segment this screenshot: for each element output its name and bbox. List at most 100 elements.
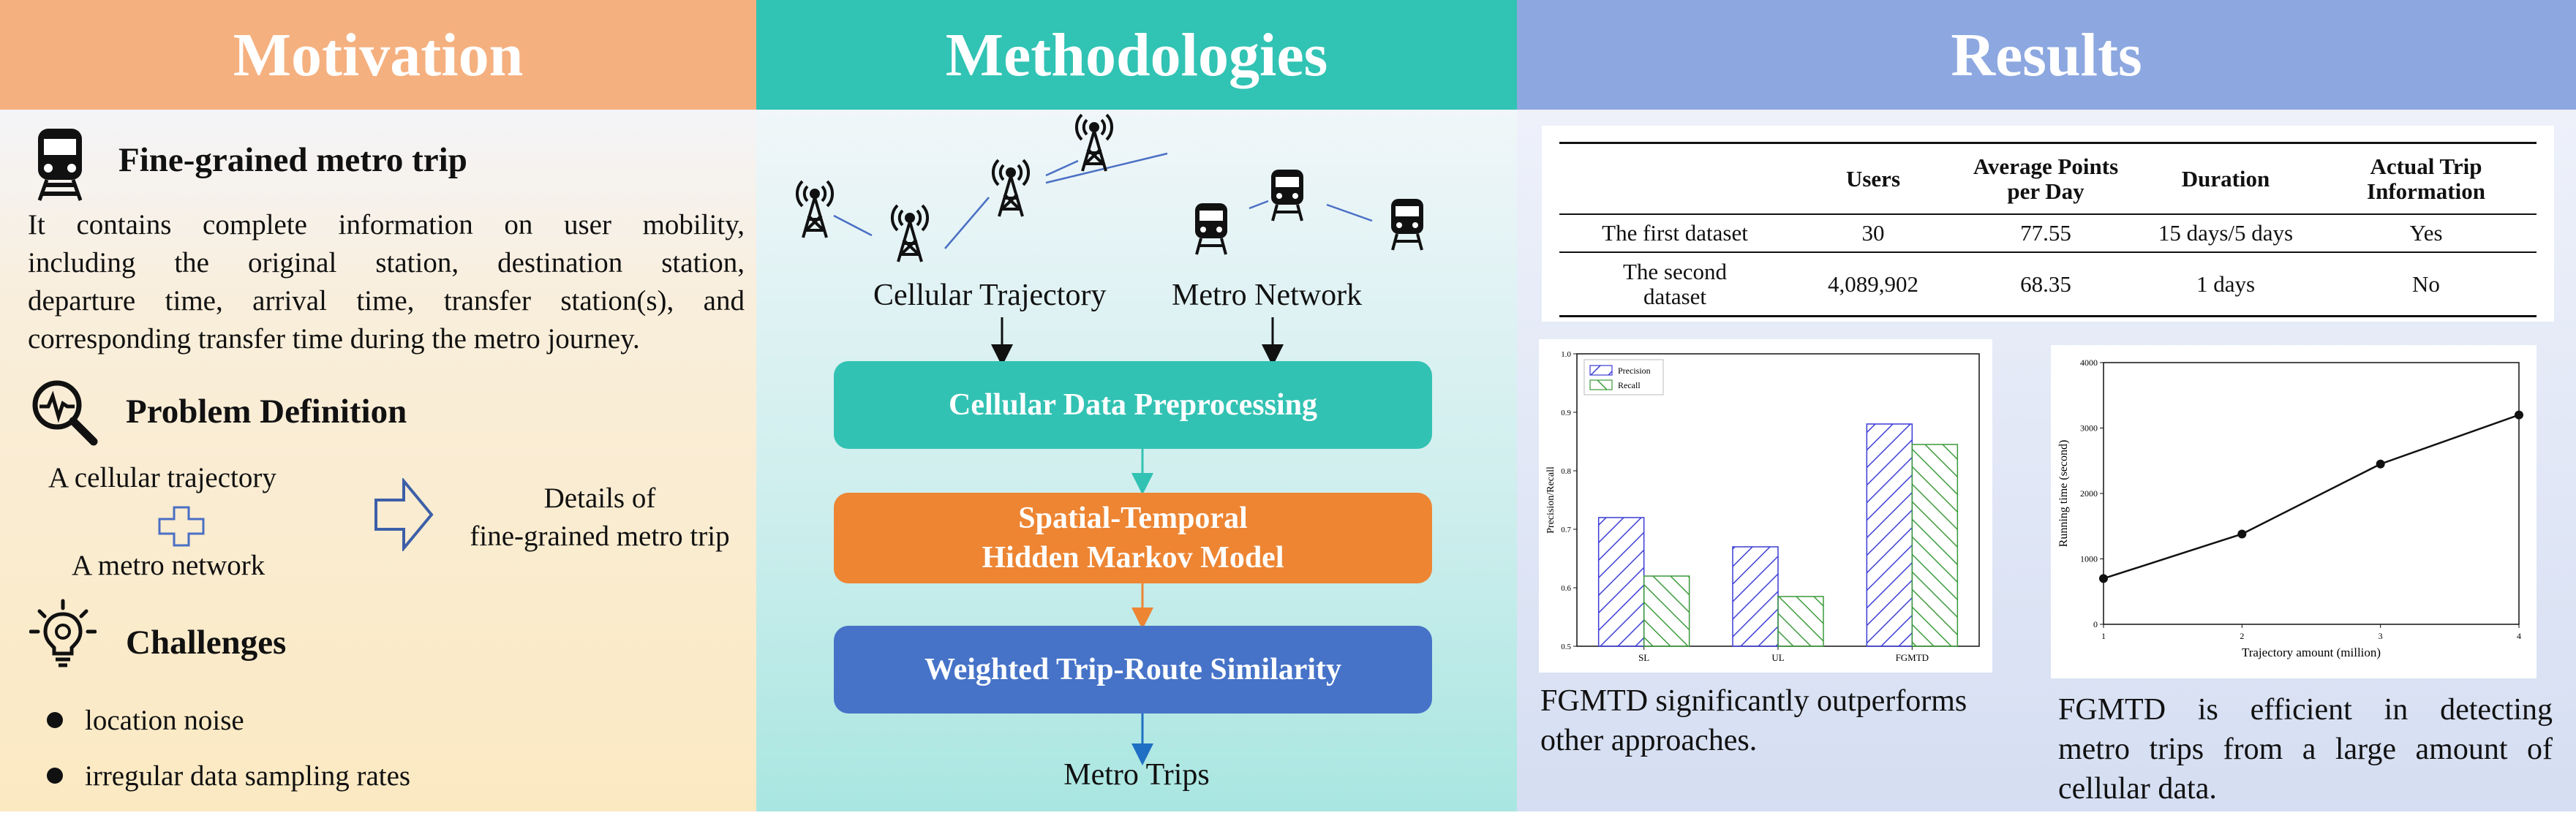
line-caption: FGMTD is efficient in detecting metro tr… — [2058, 690, 2553, 809]
table-cell: 30 — [1861, 220, 1885, 246]
challenge-item: irregular data sampling rates — [85, 760, 411, 792]
x-tick-label: 2 — [2240, 631, 2244, 641]
challenge-item: location noise — [85, 705, 244, 736]
legend-label: Recall — [1618, 380, 1641, 390]
problem-output-line: fine-grained metro trip — [470, 521, 730, 552]
table-cell: 77.55 — [2020, 220, 2071, 246]
motivation-header: Motivation — [0, 0, 756, 110]
methodologies-header: Methodologies — [756, 0, 1517, 110]
methodologies-panel: Methodologies — [756, 0, 1517, 811]
lightbulb-icon — [29, 599, 97, 667]
step-hmm-line: Hidden Markov Model — [982, 541, 1284, 575]
line-caption-line: metro trips from a large amount of — [2058, 733, 2553, 766]
cell-tower-icon — [795, 180, 835, 238]
table-cell: 15 days/5 days — [2158, 220, 2294, 246]
cell-tower-icon — [890, 204, 930, 262]
metro-trip-line: It contains complete information on user… — [28, 209, 745, 241]
output-metro-trips: Metro Trips — [1063, 758, 1210, 792]
train-icon — [1391, 199, 1423, 251]
y-tick-label: 0 — [2093, 619, 2098, 629]
step-preprocessing: Cellular Data Preprocessing — [834, 361, 1432, 449]
step-hmm-line: Spatial-Temporal — [1018, 501, 1248, 535]
y-tick-label: 1000 — [2080, 554, 2098, 564]
problem-output: Details of fine-grained metro trip — [453, 480, 746, 556]
x-tick-label: SL — [1638, 652, 1649, 663]
y-tick-label: 0.6 — [1561, 584, 1571, 593]
bullet-icon — [47, 712, 63, 728]
plus-icon — [158, 506, 205, 547]
y-tick-label: 2000 — [2080, 488, 2098, 499]
challenges-title: Challenges — [126, 624, 287, 662]
metro-trip-line: including the original station, destinat… — [28, 247, 745, 279]
table-header-cell: Duration — [2181, 165, 2270, 192]
problem-title: Problem Definition — [126, 393, 407, 431]
x-tick-label: 3 — [2379, 631, 2383, 641]
legend-swatch — [1589, 379, 1613, 390]
metro-trip-line: corresponding transfer time during the m… — [28, 323, 640, 355]
bar-caption-line: other approaches. — [1540, 724, 1758, 757]
y-axis-label: Running time (second) — [2057, 440, 2070, 548]
bar-precision — [1732, 546, 1779, 647]
cell-tower-icon — [1074, 113, 1114, 172]
table-cell: Yes — [2409, 220, 2443, 246]
input-cellular-trajectory: Cellular Trajectory — [873, 279, 1107, 312]
line-caption-line: cellular data. — [2058, 772, 2217, 806]
legend-label: Precision — [1618, 366, 1651, 376]
motivation-panel: Motivation Fine-grained metro trip It co… — [0, 0, 756, 811]
table-cell: 1 days — [2196, 270, 2256, 297]
y-tick-label: 0.8 — [1561, 467, 1571, 476]
table-row: The first dataset 30 77.55 15 days/5 day… — [1559, 214, 2537, 252]
bar-recall — [1777, 596, 1824, 647]
y-tick-label: 0.9 — [1561, 409, 1571, 417]
line-caption-line: FGMTD is efficient in detecting — [2058, 693, 2553, 727]
metro-trip-line: departure time, arrival time, transfer s… — [28, 285, 745, 317]
metro-trip-title: Fine-grained metro trip — [118, 141, 467, 179]
data-point — [2376, 459, 2385, 469]
table-cell: The first dataset — [1602, 220, 1748, 246]
table-cell: No — [2412, 270, 2440, 297]
bar-caption-line: FGMTD significantly outperforms — [1540, 684, 1967, 718]
problem-input-network: A metro network — [72, 550, 265, 581]
train-icon — [1195, 203, 1227, 255]
bar-precision — [1597, 517, 1645, 647]
y-tick-label: 3000 — [2080, 423, 2098, 434]
x-tick-label: UL — [1771, 652, 1784, 663]
data-point — [2099, 574, 2108, 583]
table-cell: 68.35 — [2020, 270, 2071, 297]
table-cell: 4,089,902 — [1828, 270, 1918, 297]
data-point — [2515, 410, 2523, 420]
input-metro-network: Metro Network — [1172, 279, 1363, 312]
y-tick-label: 0.5 — [1561, 643, 1571, 651]
bar-recall — [1643, 575, 1690, 647]
legend-swatch — [1589, 365, 1613, 376]
results-header: Results — [1517, 0, 2576, 110]
y-tick-label: 4000 — [2080, 357, 2098, 368]
bullet-icon — [47, 768, 63, 784]
data-point — [2237, 529, 2247, 539]
x-tick-label: FGMTD — [1896, 652, 1929, 663]
metro-trip-description: It contains complete information on user… — [28, 206, 745, 358]
flow-arrows — [991, 317, 1284, 765]
problem-input-trajectory: A cellular trajectory — [48, 462, 276, 493]
bar-recall — [1911, 444, 1959, 647]
train-icon — [37, 129, 83, 201]
table-header-cell: Users — [1845, 165, 1901, 192]
train-icon — [1271, 170, 1303, 222]
problem-output-line: Details of — [543, 482, 656, 514]
bar-caption: FGMTD significantly outperforms other ap… — [1540, 681, 1967, 760]
step-similarity: Weighted Trip-Route Similarity — [834, 626, 1432, 713]
cell-tower-icon — [991, 159, 1031, 217]
network-illustration — [795, 113, 1423, 262]
magnifier-icon — [32, 380, 98, 446]
